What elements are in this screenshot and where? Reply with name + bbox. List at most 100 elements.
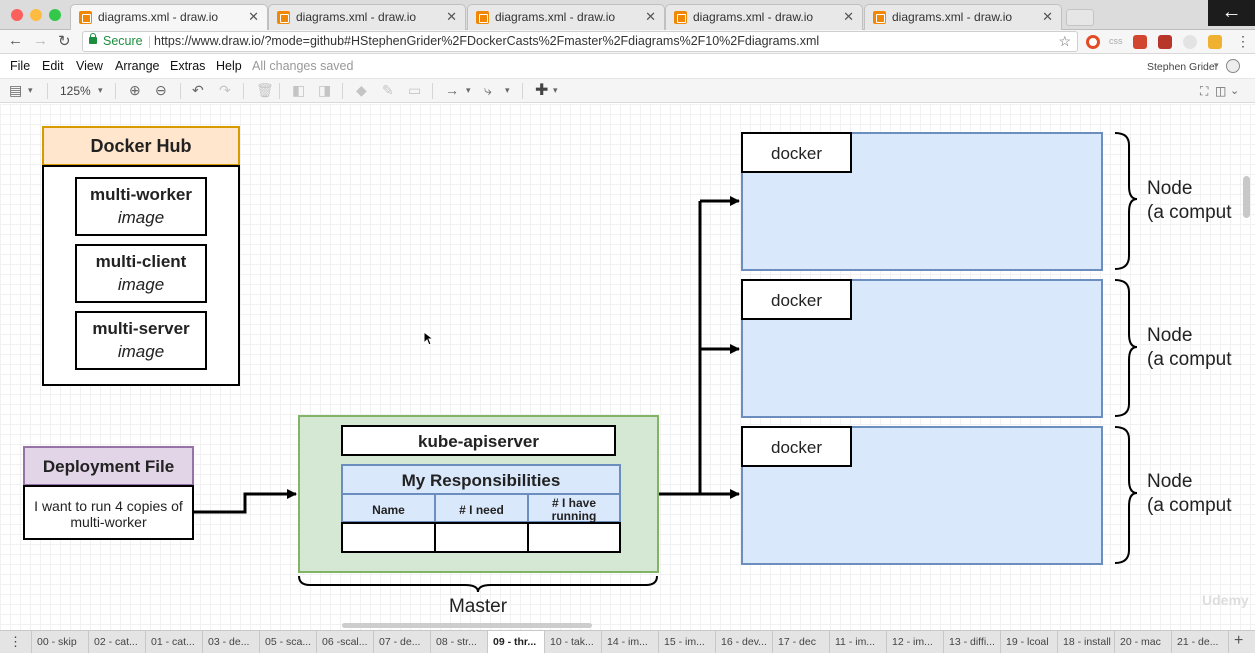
docker-hub-header[interactable]: Docker Hub xyxy=(42,126,240,166)
browser-tab-5[interactable]: diagrams.xml - draw.io ✕ xyxy=(864,4,1062,30)
arrow-master-trunk[interactable] xyxy=(658,201,702,496)
fullscreen-icon[interactable]: ⛶ xyxy=(1200,84,1209,98)
collapse-icon[interactable]: ⌄ xyxy=(1230,85,1240,97)
connection-icon[interactable]: → xyxy=(445,82,459,98)
undo-icon[interactable]: ↶ xyxy=(192,82,204,98)
docker-box-2[interactable]: docker xyxy=(741,279,852,320)
close-tab-icon[interactable]: ✕ xyxy=(645,9,656,24)
page-tab[interactable]: 00 - skip xyxy=(32,631,89,653)
image-multi-client[interactable]: multi-client image xyxy=(75,244,207,303)
add-page-icon[interactable]: + xyxy=(1234,632,1244,649)
back-button[interactable]: ← xyxy=(8,32,23,49)
page-tab[interactable]: 01 - cat... xyxy=(146,631,203,653)
zoom-in-icon[interactable]: ⊕ xyxy=(129,82,141,98)
new-tab-button[interactable] xyxy=(1066,9,1094,26)
docker-box-1[interactable]: docker xyxy=(741,132,852,173)
page-tab[interactable]: 02 - cat... xyxy=(89,631,146,653)
to-back-icon[interactable]: ◨ xyxy=(318,82,332,98)
waypoints-icon[interactable]: ⤷ xyxy=(484,82,492,98)
browser-tab-1[interactable]: diagrams.xml - draw.io ✕ xyxy=(70,4,268,30)
close-tab-icon[interactable]: ✕ xyxy=(843,9,854,24)
kube-apiserver-box[interactable]: kube-apiserver xyxy=(341,425,616,456)
browser-tab-3[interactable]: diagrams.xml - draw.io ✕ xyxy=(467,4,665,30)
col-header-have[interactable]: # I have running xyxy=(527,493,621,523)
user-name[interactable]: Stephen Grider xyxy=(1147,61,1219,73)
page-tab[interactable]: 10 - tak... xyxy=(545,631,602,653)
chevron-down-icon[interactable]: ▾ xyxy=(1214,60,1219,70)
extension-icon[interactable] xyxy=(1208,35,1222,49)
menu-help[interactable]: Help xyxy=(216,59,242,73)
page-tab[interactable]: 14 - im... xyxy=(602,631,659,653)
horizontal-scrollbar[interactable] xyxy=(342,623,592,628)
menu-extras[interactable]: Extras xyxy=(170,59,206,73)
page-tab[interactable]: 21 - de... xyxy=(1172,631,1229,653)
page-tab[interactable]: 06 -scal... xyxy=(317,631,374,653)
maximize-window-icon[interactable] xyxy=(49,9,61,21)
format-panel-icon[interactable]: ▤ xyxy=(9,82,23,98)
browser-tab-2[interactable]: diagrams.xml - draw.io ✕ xyxy=(268,4,466,30)
page-tab[interactable]: 05 - sca... xyxy=(260,631,317,653)
chevron-down-icon[interactable]: ▾ xyxy=(505,85,510,95)
image-multi-server[interactable]: multi-server image xyxy=(75,311,207,370)
zoom-out-icon[interactable]: ⊖ xyxy=(155,82,167,98)
extension-icon[interactable] xyxy=(1183,35,1197,49)
close-tab-icon[interactable]: ✕ xyxy=(1042,9,1053,24)
diagram-canvas[interactable]: Docker Hub multi-worker image multi-clie… xyxy=(0,104,1255,630)
deployment-file-header[interactable]: Deployment File xyxy=(23,446,194,486)
vertical-scrollbar[interactable] xyxy=(1243,176,1250,218)
chevron-down-icon[interactable]: ▾ xyxy=(28,85,33,95)
node-2[interactable] xyxy=(741,279,1103,418)
page-tab[interactable]: 07 - de... xyxy=(374,631,431,653)
close-window-icon[interactable] xyxy=(11,9,23,21)
chevron-down-icon[interactable]: ▾ xyxy=(466,85,471,95)
page-tab[interactable]: 15 - im... xyxy=(659,631,716,653)
page-tab[interactable]: 20 - mac xyxy=(1115,631,1172,653)
format-panel-toggle-icon[interactable]: ◫ xyxy=(1215,84,1227,98)
arrow-deploy-to-master[interactable] xyxy=(193,489,297,514)
page-tab[interactable]: 13 - diffi... xyxy=(944,631,1001,653)
table-cell[interactable] xyxy=(527,522,621,553)
responsibilities-header[interactable]: My Responsibilities xyxy=(341,464,621,495)
menu-view[interactable]: View xyxy=(76,59,103,73)
table-cell[interactable] xyxy=(341,522,436,553)
page-tab[interactable]: 19 - lcoal xyxy=(1001,631,1058,653)
browser-menu-icon[interactable]: ⋮ xyxy=(1236,33,1250,49)
minimize-window-icon[interactable] xyxy=(30,9,42,21)
close-tab-icon[interactable]: ✕ xyxy=(446,9,457,24)
gmail-extension-icon[interactable] xyxy=(1133,35,1147,49)
css-extension-icon[interactable]: css xyxy=(1109,36,1123,46)
page-tab[interactable]: 09 - thr... xyxy=(488,631,545,653)
forward-button[interactable]: → xyxy=(33,32,48,49)
back-arrow-icon[interactable]: ← xyxy=(1208,0,1255,26)
col-header-need[interactable]: # I need xyxy=(434,493,529,523)
shadow-icon[interactable]: ▭ xyxy=(408,82,422,98)
page-tab[interactable]: 17 - dec xyxy=(773,631,830,653)
bookmark-star-icon[interactable]: ☆ xyxy=(1058,33,1071,49)
chevron-down-icon[interactable]: ▾ xyxy=(553,85,558,95)
url-input[interactable]: Secure https://www.draw.io/?mode=github#… xyxy=(82,31,1078,52)
menu-edit[interactable]: Edit xyxy=(42,59,64,73)
browser-tab-4[interactable]: diagrams.xml - draw.io ✕ xyxy=(665,4,863,30)
close-tab-icon[interactable]: ✕ xyxy=(248,9,259,24)
redo-icon[interactable]: ↷ xyxy=(219,82,231,98)
col-header-name[interactable]: Name xyxy=(341,493,436,523)
page-tab[interactable]: 18 - install xyxy=(1058,631,1115,653)
zoom-level[interactable]: 125% xyxy=(60,84,91,98)
menu-arrange[interactable]: Arrange xyxy=(115,59,160,73)
table-cell[interactable] xyxy=(434,522,529,553)
reload-button[interactable]: ↻ xyxy=(58,33,71,50)
extension-icon[interactable] xyxy=(1158,35,1172,49)
page-tab[interactable]: 08 - str... xyxy=(431,631,488,653)
opera-extension-icon[interactable] xyxy=(1086,35,1100,49)
line-color-icon[interactable]: ✎ xyxy=(382,82,394,98)
avatar[interactable] xyxy=(1226,59,1240,73)
page-tab[interactable]: 11 - im... xyxy=(830,631,887,653)
delete-icon[interactable]: 🗑 xyxy=(256,82,274,98)
to-front-icon[interactable]: ◧ xyxy=(292,82,306,98)
docker-box-3[interactable]: docker xyxy=(741,426,852,467)
insert-plus-icon[interactable]: ✚ xyxy=(535,82,549,99)
page-tab[interactable]: 16 - dev... xyxy=(716,631,773,653)
menu-file[interactable]: File xyxy=(10,59,31,73)
chevron-down-icon[interactable]: ▾ xyxy=(98,85,103,95)
page-tab[interactable]: 03 - de... xyxy=(203,631,260,653)
